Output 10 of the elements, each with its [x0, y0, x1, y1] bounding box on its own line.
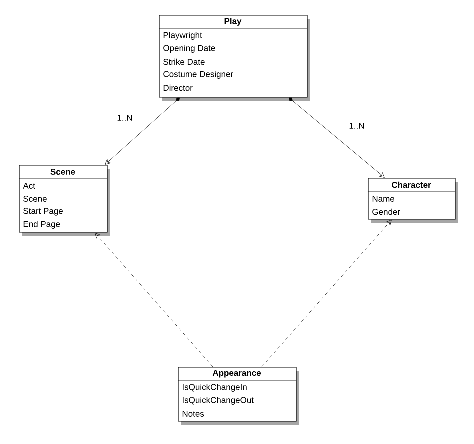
association-arrow [105, 98, 180, 165]
association-arrow [289, 98, 385, 178]
class-box: Character Name Gender [368, 178, 456, 220]
dashed-arrow [95, 232, 214, 368]
multiplicity-label: 1..N [116, 114, 134, 122]
class-box: Play Playwright Opening Date Strike Date Costume Designer Director [158, 15, 308, 98]
class-box: Scene Act Scene Start Page End Page [18, 165, 108, 233]
class-box: Appearance IsQuickChangeIn IsQuickChangeOut Notes [178, 367, 297, 422]
dashed-arrow [262, 220, 392, 368]
multiplicity-label: 1..N [348, 122, 366, 130]
